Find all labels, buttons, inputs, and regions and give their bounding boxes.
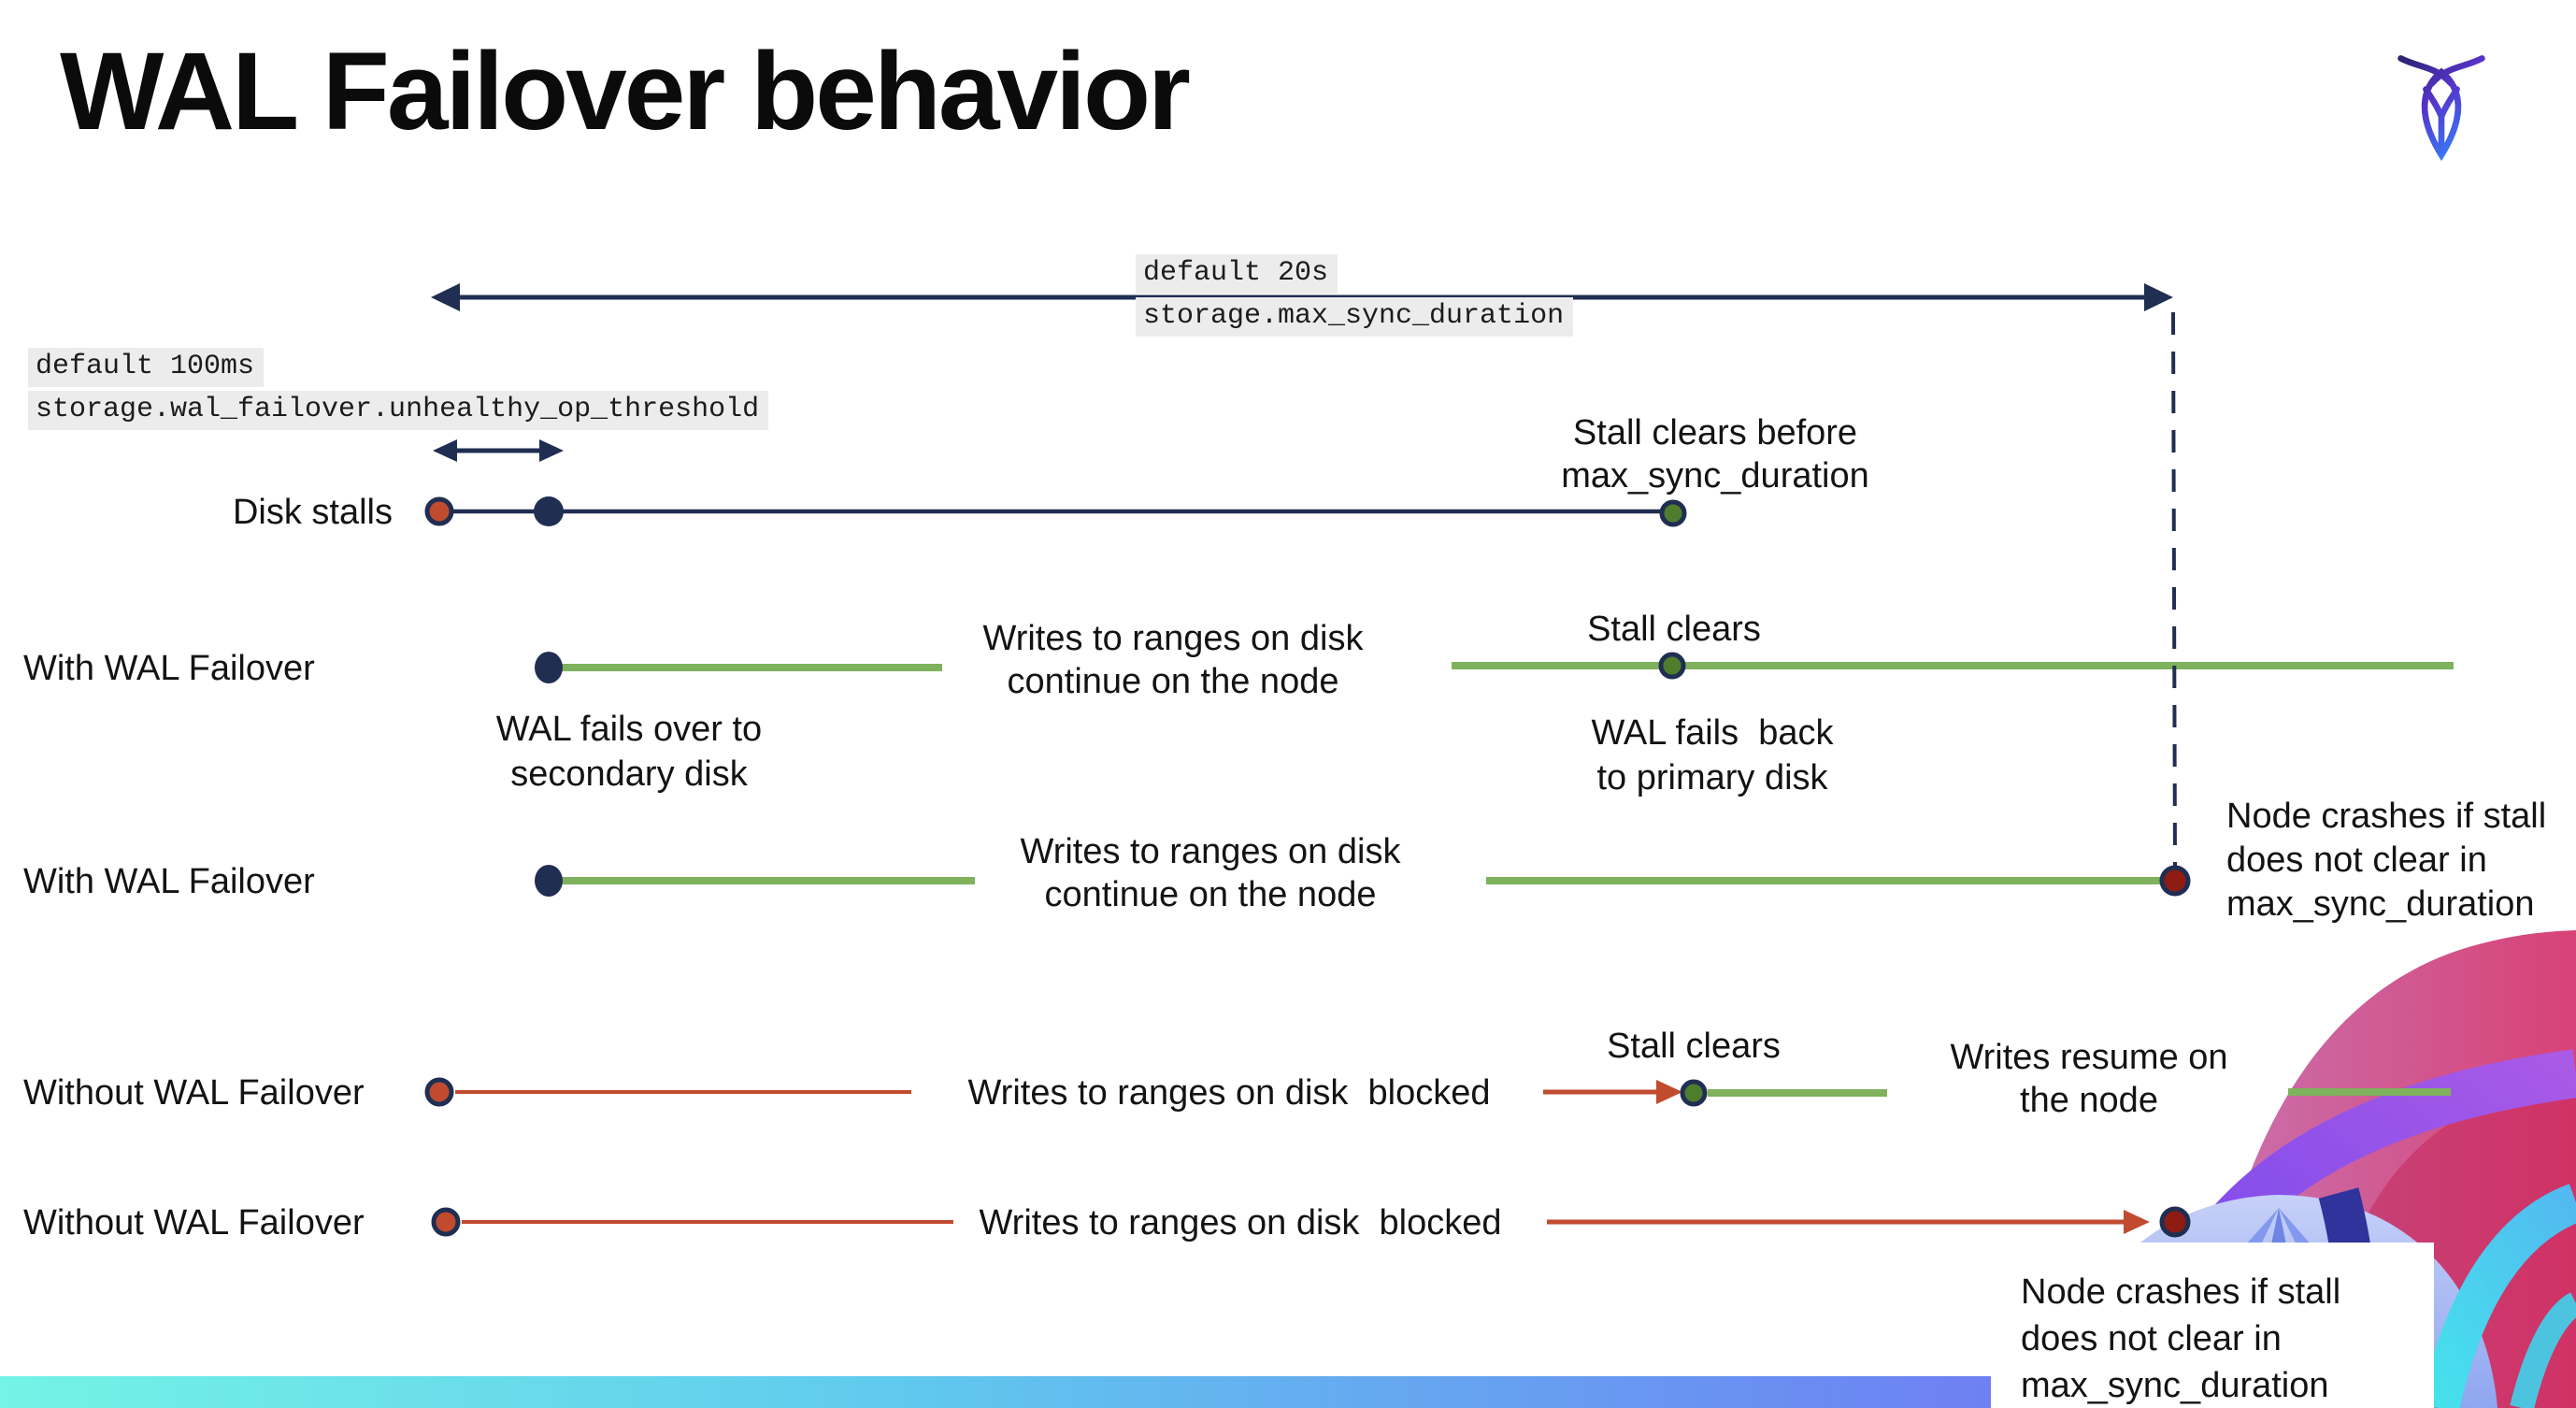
cyan-arc-small-shape	[2510, 1292, 2576, 1408]
row-label-with-wal-failover-1: With WAL Failover	[23, 649, 315, 688]
threshold-arrowhead-right	[539, 439, 564, 462]
row5-crash-note-box: Node crashes if stall does not clear in …	[1991, 1243, 2434, 1408]
row2-writes-line2: continue on the node	[1007, 662, 1339, 701]
row5-stall-dot	[431, 1207, 461, 1237]
row5-crash-note: Node crashes if stall does not clear in …	[2021, 1269, 2340, 1408]
deadline-dashed-line	[2171, 311, 2177, 867]
row1-stall-clears-line2: max_sync_duration	[1561, 456, 1869, 496]
row2-failback-line2: to primary disk	[1596, 758, 1828, 797]
max-sync-arrowhead-right	[2144, 283, 2173, 311]
row4-red-arrowhead	[1656, 1080, 1682, 1104]
row-label-without-wal-failover-1: Without WAL Failover	[23, 1073, 365, 1113]
threshold-arrowhead-left	[433, 439, 457, 462]
stall-start-dot	[424, 496, 454, 526]
row-label-with-wal-failover-2: With WAL Failover	[23, 862, 315, 901]
row3-writes-line2: continue on the node	[1044, 875, 1377, 914]
row5-crash-line3: max_sync_duration	[2021, 1366, 2329, 1405]
row2-writes-note: Writes to ranges on disk continue on the…	[963, 617, 1383, 703]
row2-stall-clears-note: Stall clears	[1587, 610, 1761, 649]
row5-blocked-note: Writes to ranges on disk blocked	[979, 1203, 1502, 1243]
row1-stall-clears-line1: Stall clears before	[1572, 413, 1858, 453]
row3-writes-line1: Writes to ranges on disk	[1020, 832, 1401, 871]
row4-stall-clears-dot	[1680, 1079, 1708, 1107]
row2-failover-dot	[535, 652, 563, 683]
row3-crash-line2: does not clear in	[2226, 840, 2487, 880]
row5-crash-line2: does not clear in	[2021, 1319, 2282, 1358]
row4-blocked-note: Writes to ranges on disk blocked	[967, 1073, 1491, 1113]
row4-resume-line1: Writes resume on	[1950, 1038, 2228, 1077]
cyan-arc-shape	[2420, 1184, 2576, 1408]
row4-stall-dot	[424, 1077, 454, 1107]
row2-failover-note: WAL fails over to secondary disk	[447, 707, 811, 797]
max-sync-default-value: default 20s	[1136, 254, 1338, 294]
row5-crash-dot	[2159, 1206, 2191, 1238]
logo-wing-left	[2423, 86, 2445, 120]
row-label-without-wal-failover-2: Without WAL Failover	[23, 1203, 365, 1243]
row2-failover-line2: secondary disk	[510, 754, 748, 794]
unhealthy-op-default-value: default 100ms	[28, 348, 265, 387]
row4-resume-line2: the node	[2020, 1081, 2158, 1120]
row3-failover-dot	[535, 865, 563, 897]
unhealthy-op-setting-name: storage.wal_failover.unhealthy_op_thresh…	[28, 391, 769, 430]
stall-clears-dot-row1	[1659, 499, 1687, 527]
row4-stall-clears-note: Stall clears	[1607, 1027, 1781, 1066]
row4-resume-note: Writes resume on the node	[1907, 1036, 2271, 1122]
row3-crash-dot	[2159, 865, 2191, 897]
page-title: WAL Failover behavior	[60, 30, 1191, 153]
row3-crash-line1: Node crashes if stall	[2226, 797, 2547, 836]
row5-crash-line1: Node crashes if stall	[2021, 1272, 2341, 1312]
unhealthy-op-annotation: default 100ms storage.wal_failover.unhea…	[28, 348, 769, 434]
row-label-disk-stalls: Disk stalls	[232, 493, 393, 532]
logo-wing-right	[2438, 86, 2460, 120]
row2-failback-note: WAL fails back to primary disk	[1539, 711, 1885, 800]
row2-failback-line1: WAL fails back	[1591, 713, 1834, 753]
row2-stall-clears-dot	[1658, 652, 1686, 680]
max-sync-annotation: default 20s storage.max_sync_duration	[1136, 254, 1574, 340]
max-sync-arrowhead-left	[431, 283, 460, 311]
row5-red-arrowhead	[2124, 1210, 2150, 1234]
row3-crash-note: Node crashes if stall does not clear in …	[2226, 795, 2576, 927]
row2-writes-line1: Writes to ranges on disk	[982, 619, 1364, 658]
max-sync-setting-name: storage.max_sync_duration	[1136, 297, 1574, 337]
cockroachdb-logo-icon	[2397, 55, 2485, 161]
row2-failover-line1: WAL fails over to	[495, 710, 763, 749]
row3-writes-note: Writes to ranges on disk continue on the…	[995, 830, 1425, 916]
threshold-dot	[534, 496, 564, 526]
row1-stall-clears-note: Stall clears before max_sync_duration	[1519, 411, 1911, 497]
row3-crash-line3: max_sync_duration	[2226, 884, 2535, 924]
